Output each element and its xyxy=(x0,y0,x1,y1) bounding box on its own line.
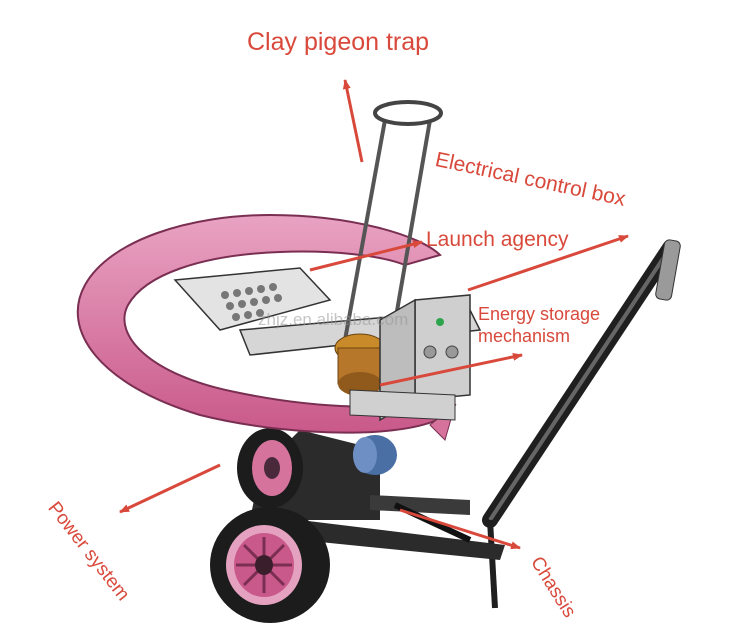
watermark-text: zhjz.en.alibaba.com xyxy=(258,310,409,329)
annotation-arrows xyxy=(119,79,629,550)
arrow-chassis xyxy=(399,508,521,550)
handle-bar xyxy=(482,239,681,609)
label-launch-agency: Launch agency xyxy=(426,228,569,251)
arrow-power-system xyxy=(119,463,221,514)
arrow-clay-pigeon-trap xyxy=(342,79,364,163)
label-clay-pigeon-trap: Clay pigeon trap xyxy=(247,28,430,56)
arrow-launch-agency xyxy=(309,240,423,272)
rear-wheel xyxy=(237,428,303,508)
label-energy-storage-mechanism: Energy storage mechanism xyxy=(478,304,601,346)
front-wheel xyxy=(210,507,330,623)
arrow-electrical-control-box xyxy=(467,234,629,292)
motor xyxy=(353,435,397,475)
clay-pigeon-tube xyxy=(343,100,443,341)
energy-storage-spring xyxy=(334,333,386,396)
arrow-energy-storage xyxy=(379,352,523,387)
